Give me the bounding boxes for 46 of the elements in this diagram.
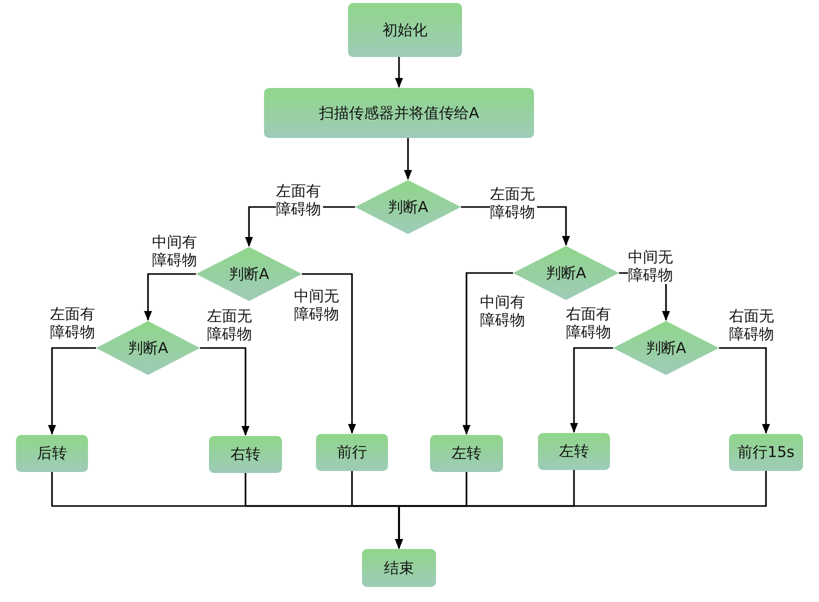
node-label: 左转 — [452, 444, 482, 463]
arrow — [302, 273, 356, 434]
node-label: 判断A — [646, 338, 686, 358]
process-box — [348, 3, 462, 57]
node-label: 判断A — [228, 264, 270, 284]
process-box — [209, 436, 282, 473]
process-box — [316, 434, 388, 471]
node-label: 后转 — [37, 444, 67, 463]
arrow — [719, 347, 770, 434]
arrow — [48, 347, 96, 435]
arrow — [395, 57, 403, 88]
process-box — [729, 434, 803, 471]
arrow — [404, 138, 412, 180]
node-label: 前行15s — [738, 443, 794, 462]
process-box — [16, 435, 88, 472]
node-label: 前行 — [337, 443, 367, 462]
decision-diamond — [613, 321, 719, 375]
node-label: 右转 — [230, 445, 260, 464]
node-label: 判断A — [546, 264, 586, 282]
node-label: 判断A — [388, 198, 428, 216]
edge-label: 中间无障碍物 — [294, 287, 340, 323]
edge-label: 左面有障碍物 — [276, 182, 322, 218]
process-box — [538, 433, 610, 470]
decision-diamond — [355, 180, 461, 234]
process-box — [362, 549, 436, 587]
arrow — [144, 273, 196, 321]
edge-label: 右面有障碍物 — [566, 305, 612, 341]
decision-diamond — [96, 321, 200, 375]
edge-label: 中间有障碍物 — [152, 233, 198, 269]
edge-label: 左面无障碍物 — [490, 185, 536, 221]
arrow — [570, 347, 613, 433]
edge-label: 中间无障碍物 — [628, 248, 674, 284]
process-box — [264, 88, 534, 138]
node-label: 扫描传感器并将值传给A — [318, 104, 480, 122]
edge-label: 左面有障碍物 — [50, 305, 96, 341]
node-label: 初始化 — [382, 20, 428, 40]
node-label: 判断A — [128, 338, 168, 358]
edge-label: 中间有障碍物 — [480, 293, 526, 329]
arrow — [200, 347, 250, 436]
arrow — [462, 272, 513, 435]
arrow — [395, 471, 767, 549]
node-label: 左转 — [559, 442, 589, 461]
edge-label: 右面无障碍物 — [729, 307, 776, 343]
node-label: 结束 — [384, 558, 414, 578]
process-box — [430, 435, 503, 472]
edge-label: 左面无障碍物 — [207, 307, 254, 343]
